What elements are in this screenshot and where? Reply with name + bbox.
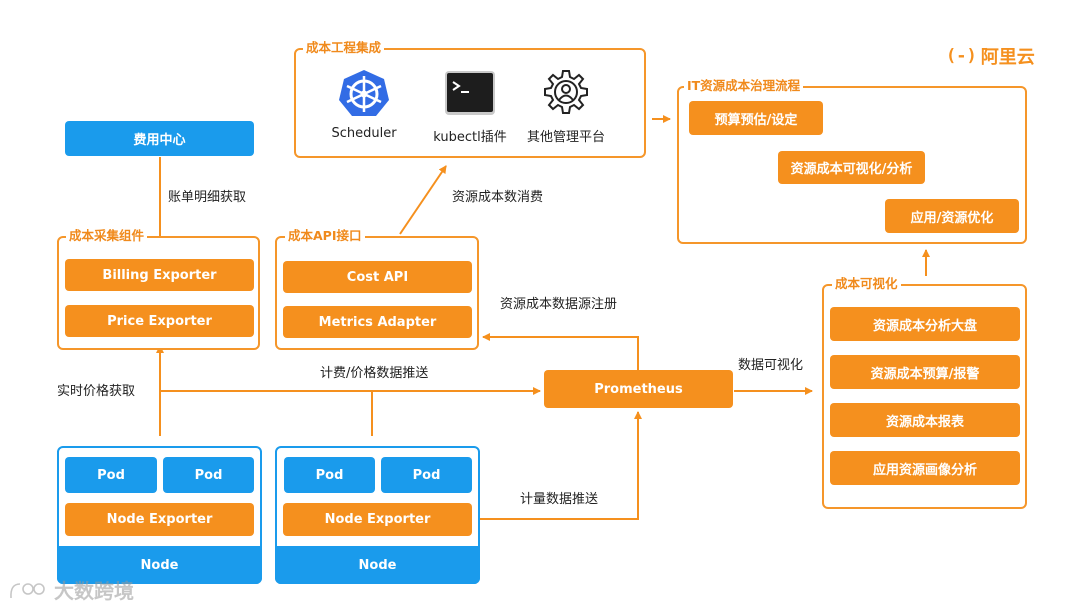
aliyun-logo-text: 阿里云 (980, 47, 1035, 68)
node1-exporter-label: Node Exporter (106, 512, 213, 527)
governance-step-visualize-label: 资源成本可视化/分析 (790, 162, 913, 177)
metrics-adapter-label: Metrics Adapter (318, 314, 437, 330)
scheduler-item[interactable] (333, 68, 395, 118)
label-visualize: 数据可视化 (738, 358, 804, 373)
node2-pod-1[interactable]: Pod (284, 457, 375, 493)
node2-label-bar[interactable]: Node (275, 546, 480, 584)
node2-exporter-label: Node Exporter (324, 512, 431, 527)
watermark-text: 大数跨境 (54, 579, 134, 603)
node1-pod-2-label: Pod (194, 467, 223, 483)
edge-register (482, 333, 639, 370)
platform-label: 其他管理平台 (526, 130, 605, 145)
node1-label-bar[interactable]: Node (57, 546, 262, 584)
label-bill-fetch: 账单明细获取 (168, 190, 247, 205)
node2-pod-2[interactable]: Pod (381, 457, 472, 493)
vis-item-dashboard[interactable]: 资源成本分析大盘 (830, 307, 1020, 341)
vis-item-profile[interactable]: 应用资源画像分析 (830, 451, 1020, 485)
node2-exporter[interactable]: Node Exporter (283, 503, 472, 536)
metrics-adapter[interactable]: Metrics Adapter (283, 306, 472, 338)
prometheus[interactable]: Prometheus (544, 370, 733, 408)
vis-item-profile-label: 应用资源画像分析 (872, 462, 977, 478)
billing-center-label: 费用中心 (133, 133, 186, 148)
billing-exporter-label: Billing Exporter (102, 267, 217, 283)
edge-metrics-push (474, 411, 642, 520)
billing-exporter[interactable]: Billing Exporter (65, 259, 254, 291)
node1-label: Node (140, 557, 179, 573)
visualization-title: 成本可视化 (832, 276, 901, 292)
price-exporter[interactable]: Price Exporter (65, 305, 254, 337)
governance-step-budget[interactable]: 预算预估/设定 (689, 101, 823, 135)
label-consume: 资源成本数消费 (452, 190, 544, 205)
governance-step-budget-label: 预算预估/设定 (714, 112, 798, 128)
kubernetes-helm-icon (339, 70, 389, 116)
kubectl-item[interactable] (444, 70, 496, 116)
terminal-icon (445, 71, 495, 115)
scheduler-label: Scheduler (331, 126, 397, 141)
edge-consume (399, 165, 447, 235)
node1-exporter[interactable]: Node Exporter (65, 503, 254, 536)
kubectl-label: kubectl插件 (433, 130, 507, 145)
governance-title: IT资源成本治理流程 (684, 78, 804, 94)
vis-item-budget-alert-label: 资源成本预算/报警 (870, 366, 980, 382)
aliyun-logo: (-) 阿里云 (946, 42, 1035, 70)
price-exporter-label: Price Exporter (107, 313, 212, 329)
label-register: 资源成本数据源注册 (500, 297, 618, 312)
label-metrics-push: 计量数据推送 (520, 492, 599, 507)
watermark: 大数跨境 (8, 575, 134, 604)
cost-api[interactable]: Cost API (283, 261, 472, 293)
vis-item-budget-alert[interactable]: 资源成本预算/报警 (830, 355, 1020, 389)
label-realtime-price: 实时价格获取 (57, 384, 136, 399)
billing-center[interactable]: 费用中心 (65, 121, 254, 156)
platform-item[interactable] (542, 68, 590, 116)
label-billing-push: 计费/价格数据推送 (320, 366, 429, 381)
gear-user-icon (544, 70, 588, 114)
vis-item-dashboard-label: 资源成本分析大盘 (872, 318, 977, 334)
governance-step-visualize[interactable]: 资源成本可视化/分析 (778, 151, 925, 184)
engineering-title: 成本工程集成 (303, 40, 385, 56)
governance-step-optimize-label: 应用/资源优化 (910, 210, 994, 226)
governance-step-optimize[interactable]: 应用/资源优化 (885, 199, 1019, 233)
cost-api-label: Cost API (346, 269, 409, 285)
cost-api-title: 成本API接口 (285, 228, 365, 244)
node1-pod-1[interactable]: Pod (65, 457, 157, 493)
prometheus-label: Prometheus (594, 381, 683, 397)
aliyun-logo-icon: (-) (946, 46, 977, 66)
node2-pod-2-label: Pod (412, 467, 441, 483)
node2-label: Node (358, 557, 397, 573)
vis-item-report[interactable]: 资源成本报表 (830, 403, 1020, 437)
watermark-icon (10, 582, 45, 598)
node1-pod-2[interactable]: Pod (163, 457, 254, 493)
collector-title: 成本采集组件 (66, 228, 148, 244)
node1-pod-1-label: Pod (97, 467, 125, 483)
node2-pod-1-label: Pod (315, 467, 344, 483)
vis-item-report-label: 资源成本报表 (885, 414, 964, 430)
